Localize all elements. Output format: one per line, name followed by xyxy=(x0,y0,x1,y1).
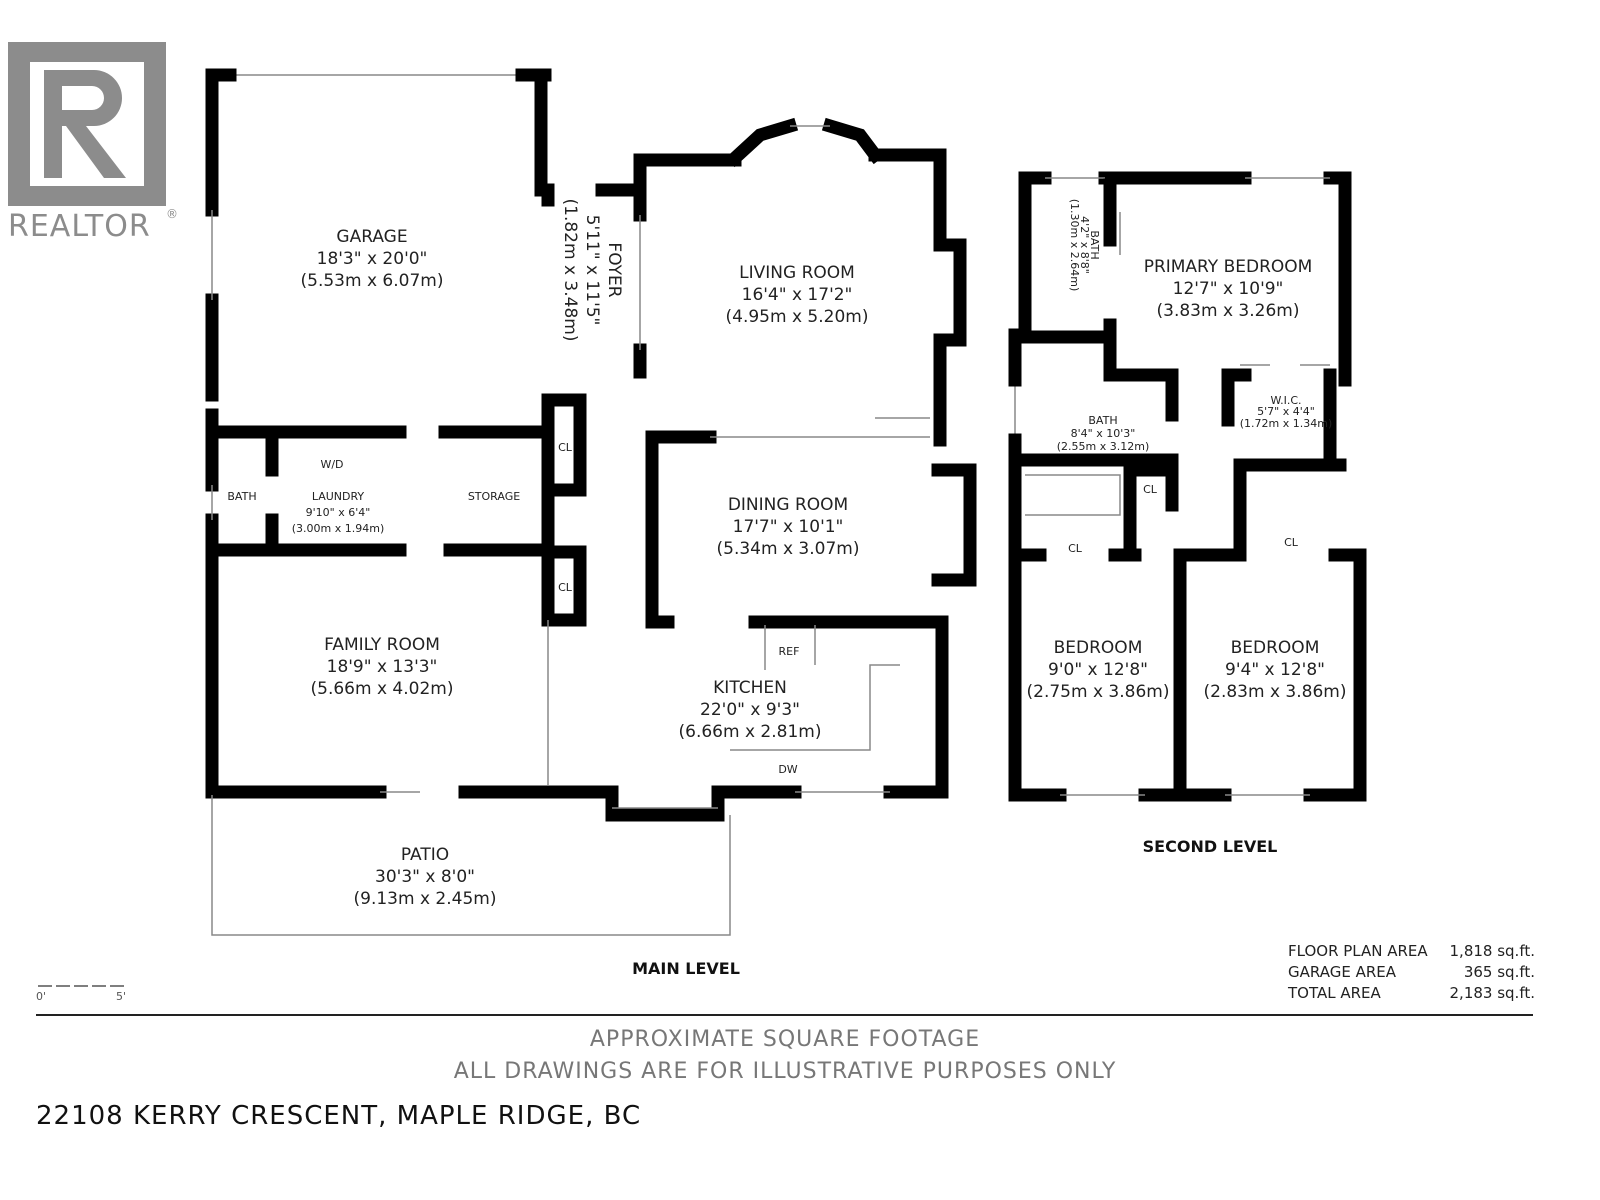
svg-text:5'7" x 4'4": 5'7" x 4'4" xyxy=(1257,405,1315,418)
svg-text:BATH: BATH xyxy=(1088,414,1117,427)
svg-text:16'4" x 17'2": 16'4" x 17'2" xyxy=(742,285,853,305)
svg-text:30'3" x 8'0": 30'3" x 8'0" xyxy=(375,867,475,887)
second-level-walls xyxy=(1008,171,1367,802)
svg-text:22'0" x 9'3": 22'0" x 9'3" xyxy=(700,700,800,720)
area-summary: FLOOR PLAN AREA 1,818 sq.ft. GARAGE AREA… xyxy=(1287,942,1535,1002)
room-living: LIVING ROOM 16'4" x 17'2" (4.95m x 5.20m… xyxy=(726,263,869,327)
svg-text:FAMILY ROOM: FAMILY ROOM xyxy=(324,635,440,655)
room-patio: PATIO 30'3" x 8'0" (9.13m x 2.45m) xyxy=(354,845,497,909)
svg-text:17'7" x 10'1": 17'7" x 10'1" xyxy=(733,517,844,537)
svg-text:5'11" x 11'5": 5'11" x 11'5" xyxy=(582,215,602,326)
room-primary-bedroom: PRIMARY BEDROOM 12'7" x 10'9" (3.83m x 3… xyxy=(1144,257,1313,321)
svg-text:GARAGE: GARAGE xyxy=(336,227,407,247)
svg-text:1,818 sq.ft.: 1,818 sq.ft. xyxy=(1450,942,1535,960)
svg-text:365 sq.ft.: 365 sq.ft. xyxy=(1464,963,1535,981)
svg-text:(5.66m x 4.02m): (5.66m x 4.02m) xyxy=(311,679,454,699)
closet-label: CL xyxy=(558,581,573,594)
svg-text:18'3" x 20'0": 18'3" x 20'0" xyxy=(317,249,428,269)
svg-text:(3.83m x 3.26m): (3.83m x 3.26m) xyxy=(1157,301,1300,321)
svg-text:(4.95m x 5.20m): (4.95m x 5.20m) xyxy=(726,307,869,327)
svg-text:18'9" x 13'3": 18'9" x 13'3" xyxy=(327,657,438,677)
scale-bar: 0' 5' xyxy=(36,985,126,1003)
svg-text:(9.13m x 2.45m): (9.13m x 2.45m) xyxy=(354,889,497,909)
svg-text:(5.34m x 3.07m): (5.34m x 3.07m) xyxy=(717,539,860,559)
closet-label: CL xyxy=(1068,542,1083,555)
room-bedroom-2: BEDROOM 9'4" x 12'8" (2.83m x 3.86m) xyxy=(1204,638,1347,702)
svg-text:9'4" x 12'8": 9'4" x 12'8" xyxy=(1225,660,1325,680)
svg-text:PATIO: PATIO xyxy=(401,845,449,865)
svg-text:(2.55m x 3.12m): (2.55m x 3.12m) xyxy=(1057,440,1150,453)
svg-text:12'7" x 10'9": 12'7" x 10'9" xyxy=(1173,279,1284,299)
svg-text:(5.53m x 6.07m): (5.53m x 6.07m) xyxy=(301,271,444,291)
svg-text:®: ® xyxy=(166,207,178,221)
svg-text:9'10" x 6'4": 9'10" x 6'4" xyxy=(306,506,371,519)
bath-label: BATH xyxy=(227,490,256,503)
svg-text:2,183 sq.ft.: 2,183 sq.ft. xyxy=(1450,984,1535,1002)
svg-text:DINING ROOM: DINING ROOM xyxy=(728,495,848,515)
svg-text:0': 0' xyxy=(36,990,46,1003)
storage-label: STORAGE xyxy=(468,490,520,503)
svg-text:5': 5' xyxy=(116,990,126,1003)
room-bedroom-1: BEDROOM 9'0" x 12'8" (2.75m x 3.86m) xyxy=(1027,638,1170,702)
closet-label: CL xyxy=(1143,483,1158,496)
room-laundry: LAUNDRY 9'10" x 6'4" (3.00m x 1.94m) xyxy=(292,490,385,535)
svg-text:REALTOR: REALTOR xyxy=(8,209,151,244)
svg-text:KITCHEN: KITCHEN xyxy=(713,678,787,698)
svg-text:(3.00m x 1.94m): (3.00m x 1.94m) xyxy=(292,522,385,535)
room-dining: DINING ROOM 17'7" x 10'1" (5.34m x 3.07m… xyxy=(717,495,860,559)
fridge-label: REF xyxy=(779,645,800,658)
svg-text:(2.75m x 3.86m): (2.75m x 3.86m) xyxy=(1027,682,1170,702)
svg-text:(1.82m x 3.48m): (1.82m x 3.48m) xyxy=(560,199,580,342)
dishwasher-label: DW xyxy=(778,763,797,776)
svg-text:TOTAL AREA: TOTAL AREA xyxy=(1287,984,1382,1002)
washer-dryer-label: W/D xyxy=(320,458,343,471)
svg-text:BEDROOM: BEDROOM xyxy=(1231,638,1320,658)
svg-text:PRIMARY BEDROOM: PRIMARY BEDROOM xyxy=(1144,257,1313,277)
svg-text:(6.66m x 2.81m): (6.66m x 2.81m) xyxy=(679,722,822,742)
svg-text:4'2" x 8'8": 4'2" x 8'8" xyxy=(1078,216,1091,274)
svg-text:FLOOR PLAN AREA: FLOOR PLAN AREA xyxy=(1288,942,1428,960)
svg-text:(2.83m x 3.86m): (2.83m x 3.86m) xyxy=(1204,682,1347,702)
svg-text:BATH: BATH xyxy=(1088,230,1101,259)
main-level-label: MAIN LEVEL xyxy=(632,959,740,978)
room-ensuite-bath: BATH 4'2" x 8'8" (1.30m x 2.64m) xyxy=(1068,199,1101,292)
room-family: FAMILY ROOM 18'9" x 13'3" (5.66m x 4.02m… xyxy=(311,635,454,699)
second-level-label: SECOND LEVEL xyxy=(1143,837,1278,856)
svg-text:8'4" x 10'3": 8'4" x 10'3" xyxy=(1071,427,1136,440)
svg-text:(1.72m x 1.34m): (1.72m x 1.34m) xyxy=(1240,417,1333,430)
main-level-walls xyxy=(205,68,977,936)
closet-label: CL xyxy=(558,441,573,454)
footer-line-1: APPROXIMATE SQUARE FOOTAGE xyxy=(590,1027,980,1052)
room-kitchen: KITCHEN 22'0" x 9'3" (6.66m x 2.81m) xyxy=(679,678,822,742)
footer-line-2: ALL DRAWINGS ARE FOR ILLUSTRATIVE PURPOS… xyxy=(454,1059,1117,1084)
closet-label: CL xyxy=(1284,536,1299,549)
svg-text:FOYER: FOYER xyxy=(604,242,624,297)
room-main-bath: BATH 8'4" x 10'3" (2.55m x 3.12m) xyxy=(1057,414,1150,453)
svg-text:BEDROOM: BEDROOM xyxy=(1054,638,1143,658)
svg-text:W.I.C.: W.I.C. xyxy=(1270,394,1301,407)
svg-text:LIVING ROOM: LIVING ROOM xyxy=(739,263,855,283)
realtor-logo: REALTOR ® xyxy=(8,42,178,244)
svg-text:GARAGE AREA: GARAGE AREA xyxy=(1288,963,1397,981)
property-address: 22108 KERRY CRESCENT, MAPLE RIDGE, BC xyxy=(36,1101,641,1131)
room-garage: GARAGE 18'3" x 20'0" (5.53m x 6.07m) xyxy=(301,227,444,291)
room-walk-in-closet: W.I.C. 5'7" x 4'4" (1.72m x 1.34m) xyxy=(1240,394,1333,430)
room-foyer: FOYER 5'11" x 11'5" (1.82m x 3.48m) xyxy=(560,199,624,342)
svg-text:LAUNDRY: LAUNDRY xyxy=(312,490,365,503)
svg-text:(1.30m x 2.64m): (1.30m x 2.64m) xyxy=(1068,199,1081,292)
svg-text:9'0" x 12'8": 9'0" x 12'8" xyxy=(1048,660,1148,680)
